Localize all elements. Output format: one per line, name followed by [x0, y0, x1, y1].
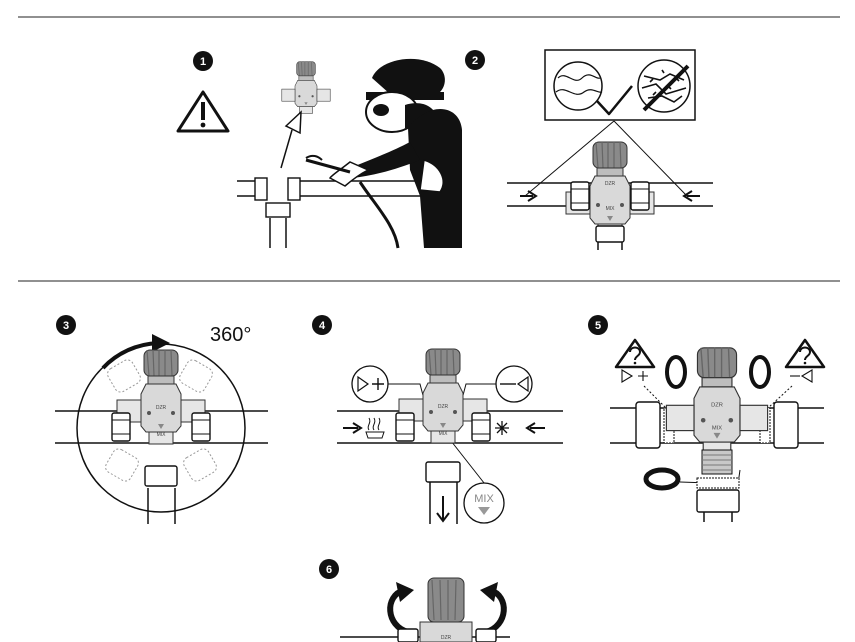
- step-5-badge: [588, 315, 608, 335]
- cold-inlet-symbol-icon: [790, 369, 813, 383]
- mixing-valve-icon: DZR MIX: [398, 348, 488, 444]
- small-valve-icon: [281, 61, 331, 114]
- union-nut-left: [111, 412, 131, 442]
- dirty-water-icon: [637, 59, 691, 113]
- step-1: 1: [176, 51, 462, 249]
- union-nut-bottom: [696, 489, 740, 513]
- flow-arrow-left-icon: [520, 190, 538, 202]
- ghost-valves: [105, 359, 217, 482]
- union-nut-left: [570, 181, 590, 211]
- union-nut-bottom: [425, 461, 461, 483]
- valve-brand-label: DZR: [156, 405, 167, 411]
- step-1-badge: [193, 51, 213, 71]
- cold-snowflake-icon: [495, 421, 509, 435]
- mixing-valve-icon: DZR MIX: [665, 347, 769, 457]
- union-nut-left: [397, 628, 419, 642]
- flow-arrow-right-icon: [525, 422, 545, 434]
- union-nut-bottom: [144, 465, 178, 487]
- union-nut-left: [635, 401, 661, 449]
- valve-body: [419, 621, 473, 642]
- union-nut-right: [630, 181, 650, 211]
- seal-ring-left: [665, 355, 687, 389]
- mix-callout-icon: MIX: [463, 482, 505, 524]
- valve-mix-label: MIX: [439, 431, 449, 437]
- hot-water-icon: [365, 417, 385, 439]
- warning-triangle-icon: [176, 90, 230, 133]
- step-4: 4 DZR MIX: [312, 315, 563, 524]
- step-5: 5 DZR: [588, 315, 826, 522]
- arrow-icon: [280, 110, 302, 169]
- valve-mix-label: MIX: [606, 206, 616, 212]
- union-nut-right: [773, 401, 799, 449]
- clean-water-icon: [553, 61, 603, 111]
- step-4-badge: [312, 315, 332, 335]
- step-3-number: 3: [63, 320, 69, 332]
- welder-figure-icon: [305, 58, 462, 249]
- step-4-number: 4: [319, 320, 326, 332]
- union-nut-bottom: [595, 225, 625, 243]
- mix-callout-label: MIX: [474, 493, 494, 505]
- mixing-valve-icon: DZR MIX: [116, 349, 206, 445]
- valve-brand-label: DZR: [711, 402, 723, 408]
- valve-brand-label: DZR: [441, 635, 452, 641]
- pipe-nut-bottom: [265, 202, 291, 218]
- outflow-arrow-icon: [436, 496, 450, 523]
- check-mark-icon: [596, 85, 633, 116]
- step-6: 6 DZR: [319, 559, 510, 642]
- question-triangle-icon: [614, 338, 656, 369]
- union-nut-right: [471, 412, 491, 442]
- flow-arrow-right-icon: [682, 190, 700, 202]
- step-2: 2 DZR MIX: [465, 49, 713, 250]
- step-3-badge: [56, 315, 76, 335]
- hot-inlet-symbol-icon: [621, 369, 648, 383]
- seal-ring-right: [749, 355, 771, 389]
- valve-brand-label: DZR: [438, 404, 449, 410]
- union-nut-left: [395, 412, 415, 442]
- step-5-number: 5: [595, 320, 601, 332]
- step-1-number: 1: [200, 56, 206, 68]
- valve-mix-label: MIX: [157, 432, 167, 438]
- union-nut-right: [475, 628, 497, 642]
- step-2-badge: [465, 50, 485, 70]
- step-3: 3 360° DZR MIX: [55, 315, 268, 524]
- question-triangle-icon: [784, 338, 826, 369]
- pipe-nut-left: [254, 177, 268, 201]
- seal-ring-bottom: [643, 467, 681, 491]
- step-6-number: 6: [326, 564, 332, 576]
- step-2-number: 2: [472, 55, 478, 67]
- mixing-valve-icon: DZR MIX: [565, 141, 655, 237]
- hot-inlet-symbol-icon: [351, 365, 389, 403]
- rotation-label: 360°: [210, 324, 251, 346]
- step-6-badge: [319, 559, 339, 579]
- valve-brand-label: DZR: [605, 181, 616, 187]
- flow-arrow-left-icon: [343, 422, 363, 434]
- union-nut-right: [191, 412, 211, 442]
- cold-inlet-symbol-icon: [495, 365, 533, 403]
- pipe-nut-right: [287, 177, 301, 201]
- union-nut-bottom: [696, 477, 740, 489]
- callout-dotted-lines: [643, 385, 793, 409]
- valve-mix-label: MIX: [712, 425, 722, 431]
